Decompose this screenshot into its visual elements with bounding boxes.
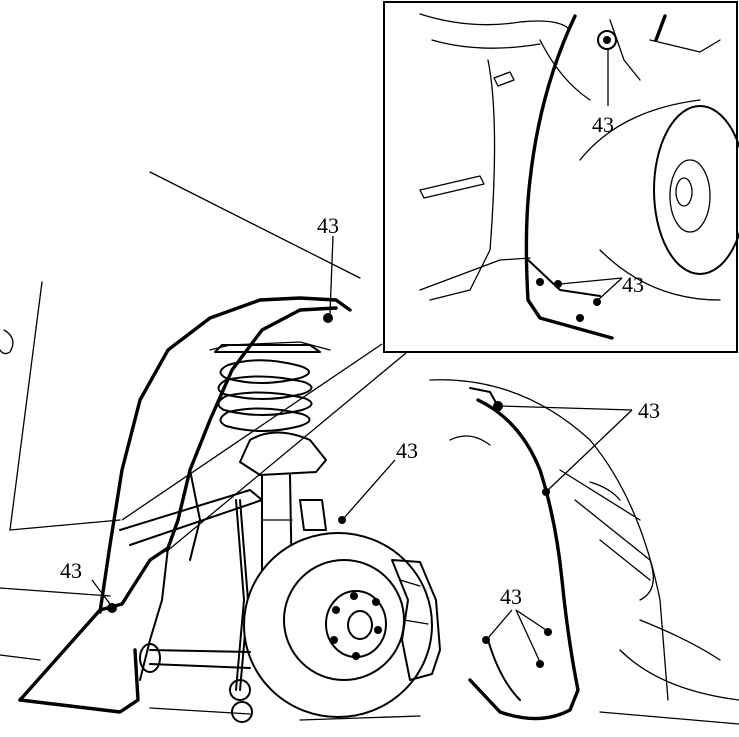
fastener-rear-low3 (536, 660, 544, 668)
brake-disc (139, 532, 441, 723)
callout-rear-low: 43 (500, 584, 522, 609)
main-fasteners (107, 313, 552, 668)
inset-callout-bottom: 43 (622, 272, 644, 297)
rear-wheel-arch-liner (468, 387, 580, 721)
detail-inset: 43 43 (383, 1, 739, 353)
inset-callout-top: 43 (592, 112, 614, 137)
suspension-strut (119, 344, 327, 691)
callout-rear-top: 43 (638, 398, 660, 423)
fastener-top (323, 313, 333, 323)
main-leader-lines (91, 235, 633, 663)
callout-top: 43 (317, 213, 339, 238)
front-wheel-arch-liner (18, 296, 352, 714)
main-callout-labels: 43 43 43 43 43 (60, 213, 660, 609)
callout-center: 43 (396, 438, 418, 463)
vehicle-body-outline (0, 171, 739, 725)
fastener-left (107, 603, 117, 613)
fastener-rear-top (493, 401, 503, 411)
callout-left: 43 (60, 558, 82, 583)
